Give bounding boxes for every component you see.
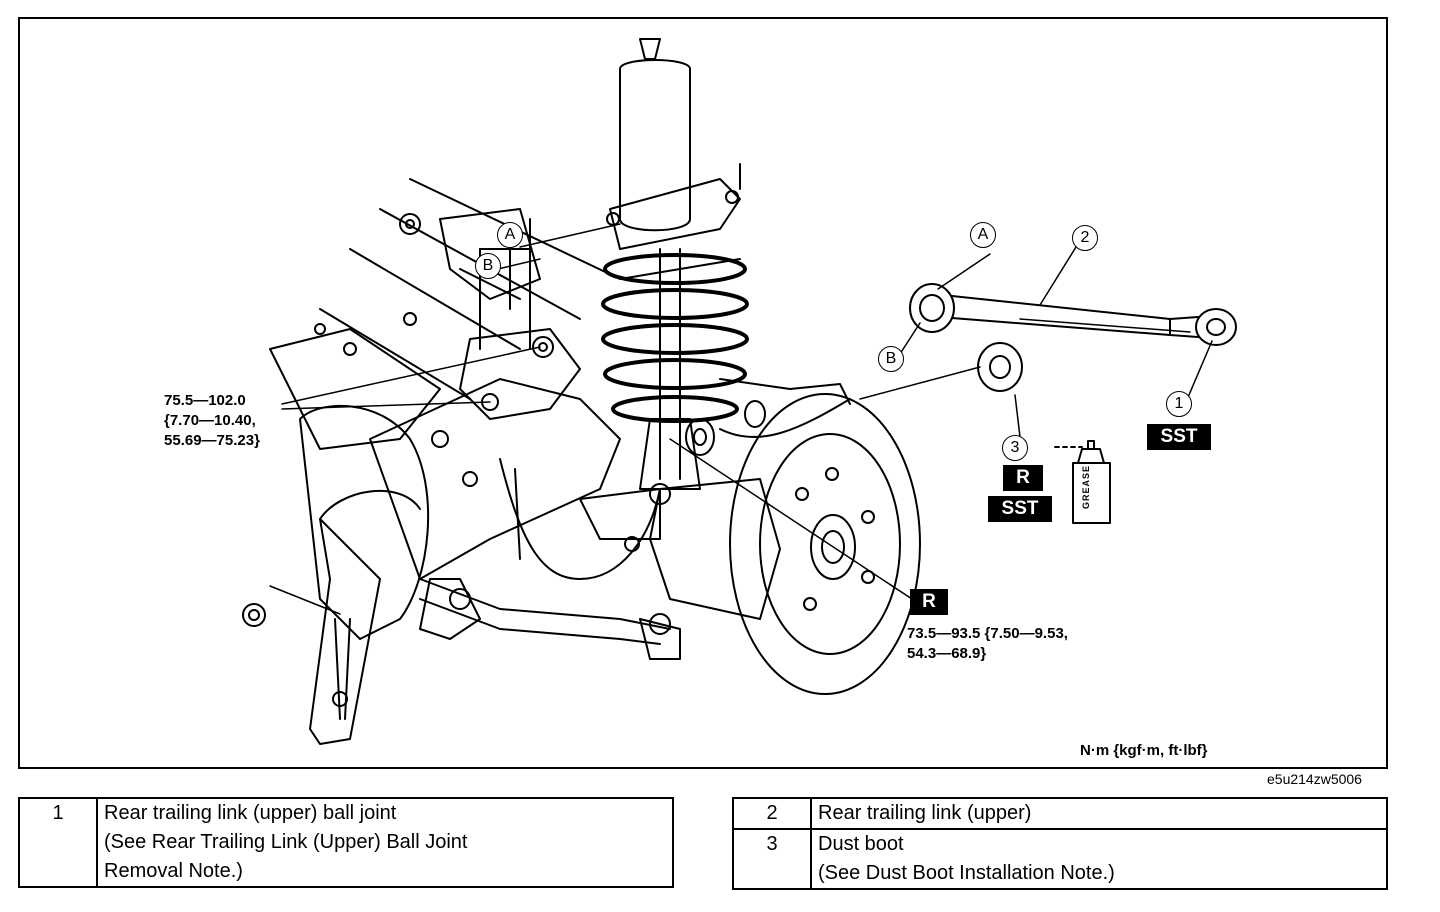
legend-table-right: 2 Rear trailing link (upper) 3 Dust boot… — [732, 797, 1388, 890]
legend-line: Removal Note.) — [104, 860, 243, 882]
legend-num: 2 — [732, 797, 812, 830]
torque-line: 73.5—93.5 {7.50—9.53, — [907, 625, 1068, 642]
legend-desc: Rear trailing link (upper) — [810, 797, 1388, 830]
sst-badge-3: SST — [988, 496, 1052, 522]
callout-1: 1 — [1166, 391, 1192, 417]
legend-row: 2 Rear trailing link (upper) — [732, 797, 1388, 830]
suspension-illustration — [242, 38, 1237, 745]
leader-lines — [269, 223, 1213, 615]
callout-a-left: A — [497, 222, 523, 248]
trailing-arm — [309, 489, 421, 745]
units-note: N·m {kgf·m, ft·lbf} — [1080, 742, 1208, 759]
callout-a-right: A — [970, 222, 996, 248]
legend-line: Rear trailing link (upper) ball joint — [104, 802, 397, 824]
legend-line: (See Dust Boot Installation Note.) — [818, 862, 1115, 884]
figure-code: e5u214zw5006 — [1267, 771, 1362, 787]
coil-spring — [601, 253, 749, 423]
legend-num: 1 — [18, 797, 98, 888]
legend-table-left: 1 Rear trailing link (upper) ball joint … — [18, 797, 674, 888]
legend-line: Dust boot — [818, 833, 904, 855]
torque-spec-upper-link: 75.5—102.0 {7.70—10.40, 55.69—75.23} — [164, 391, 260, 451]
brake-disc — [729, 393, 921, 695]
r-badge-main: R — [910, 589, 948, 615]
torque-line: {7.70—10.40, — [164, 412, 256, 429]
legend-desc: Rear trailing link (upper) ball joint (S… — [96, 797, 674, 888]
callout-3: 3 — [1002, 435, 1028, 461]
grease-can — [1054, 440, 1111, 524]
legend-line: Rear trailing link (upper) — [818, 802, 1032, 824]
grease-label: GREASE — [1081, 464, 1091, 509]
legend-line: (See Rear Trailing Link (Upper) Ball Joi… — [104, 831, 468, 853]
brake-hose — [499, 398, 851, 580]
sst-badge-1: SST — [1147, 424, 1211, 450]
torque-line: 55.69—75.23} — [164, 432, 260, 449]
legend-row: 3 Dust boot (See Dust Boot Installation … — [732, 828, 1388, 890]
legend-num: 3 — [732, 828, 812, 890]
subframe-outline — [269, 178, 741, 640]
lock-nut — [242, 603, 266, 627]
dust-boot-part — [977, 342, 1023, 392]
diagram-frame: A B A 2 B 1 3 SST R SST R GREASE 75.5—10… — [18, 17, 1388, 769]
lower-control-link — [419, 578, 671, 645]
legend-row: 1 Rear trailing link (upper) ball joint … — [18, 797, 674, 888]
torque-line: 54.3—68.9} — [907, 645, 987, 662]
knuckle-bushing — [685, 378, 851, 456]
r-badge-3: R — [1003, 465, 1043, 491]
callout-b-right: B — [878, 346, 904, 372]
callout-2: 2 — [1072, 225, 1098, 251]
legend-desc: Dust boot (See Dust Boot Installation No… — [810, 828, 1388, 890]
upper-trailing-link — [909, 283, 1237, 346]
torque-line: 75.5—102.0 — [164, 392, 246, 409]
torque-spec-knuckle: 73.5—93.5 {7.50—9.53, 54.3—68.9} — [907, 624, 1068, 664]
callout-b-left: B — [475, 253, 501, 279]
brake-caliper — [579, 478, 781, 660]
